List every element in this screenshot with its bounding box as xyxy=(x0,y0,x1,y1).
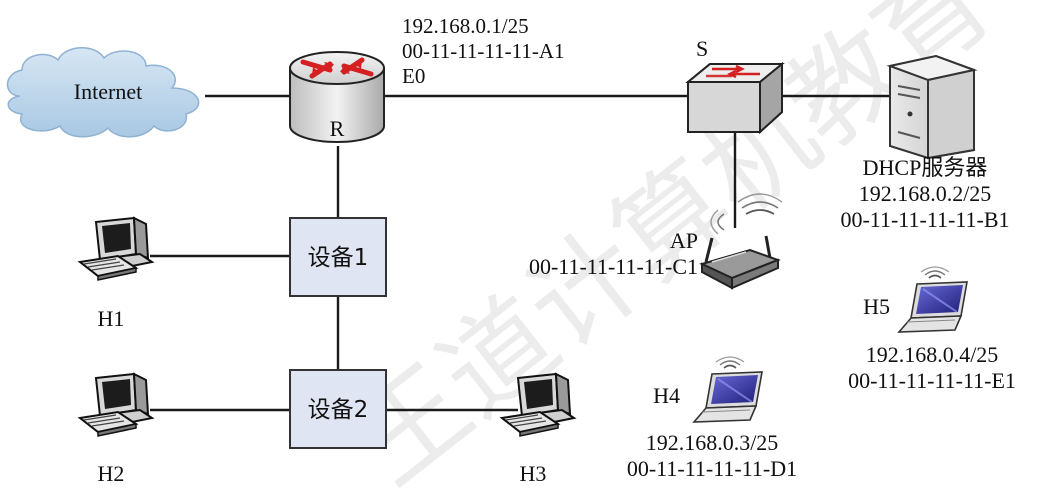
dhcp-name: DHCP服务器 xyxy=(863,155,988,180)
h4-label: H4 xyxy=(653,383,680,408)
h2-label: H2 xyxy=(98,461,125,486)
connection-lines xyxy=(150,94,890,412)
h3-label: H3 xyxy=(520,461,547,486)
h4-laptop-icon xyxy=(693,356,763,423)
router-icon xyxy=(289,51,385,143)
cloud-icon xyxy=(6,47,200,138)
dhcp-ip: 192.168.0.2/25 xyxy=(859,181,992,206)
ap-mac: 00-11-11-11-11-C1 xyxy=(529,254,698,279)
server-icon xyxy=(886,54,978,160)
h5-label: H5 xyxy=(863,294,890,319)
device1-box: 设备1 xyxy=(289,217,387,297)
dhcp-mac: 00-11-11-11-11-B1 xyxy=(840,207,1009,232)
device2-box: 设备2 xyxy=(289,369,387,449)
h5-ip: 192.168.0.4/25 xyxy=(866,342,999,367)
switch-name: S xyxy=(696,36,708,61)
device2-label: 设备2 xyxy=(308,397,369,423)
router-name: R xyxy=(330,116,345,141)
router-ip: 192.168.0.1/25 xyxy=(402,14,529,38)
h1-pc-icon xyxy=(79,217,153,281)
device1-label: 设备1 xyxy=(308,245,369,271)
h5-laptop-icon xyxy=(898,266,968,333)
access-point-icon xyxy=(699,193,783,290)
h1-label: H1 xyxy=(98,306,125,331)
h2-pc-icon xyxy=(79,373,153,437)
router-mac: 00-11-11-11-11-A1 xyxy=(402,39,565,63)
h4-ip: 192.168.0.3/25 xyxy=(646,430,779,455)
h4-mac: 00-11-11-11-11-D1 xyxy=(627,456,797,481)
cloud-label: Internet xyxy=(74,79,142,104)
h5-mac: 00-11-11-11-11-E1 xyxy=(848,368,1016,393)
internet-cloud: Internet xyxy=(6,47,200,138)
router-port: E0 xyxy=(402,64,425,88)
ap-name: AP xyxy=(670,228,698,253)
switch-icon xyxy=(685,61,785,135)
